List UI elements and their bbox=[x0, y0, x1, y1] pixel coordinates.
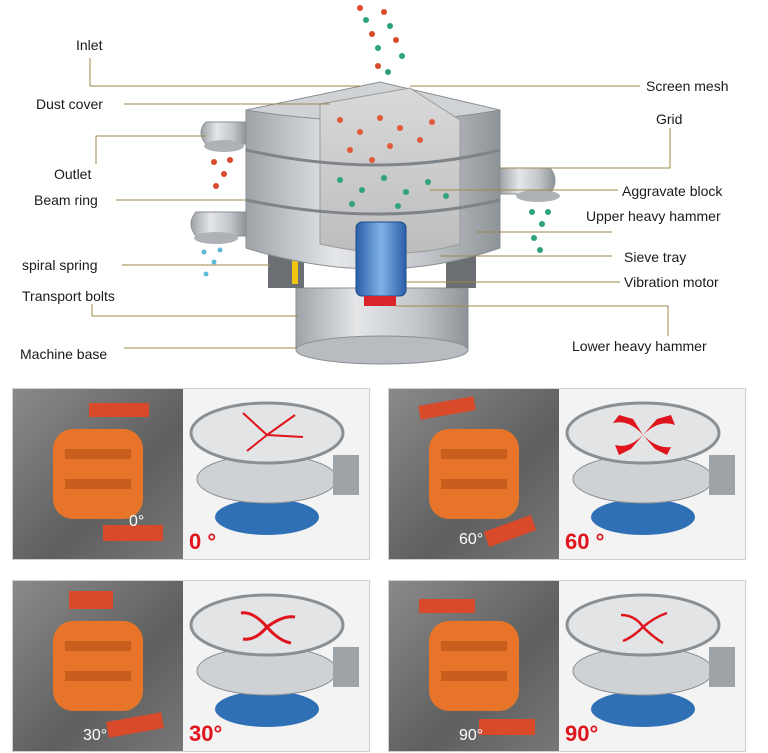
sieve-illustration bbox=[189, 593, 359, 727]
motor-photo bbox=[389, 389, 559, 559]
small-angle-label: 60° bbox=[459, 531, 484, 548]
inner-particles bbox=[337, 115, 435, 163]
label-transport-bolts: Transport bolts bbox=[22, 288, 115, 304]
angle-panel-90: 90° 90° bbox=[388, 580, 746, 752]
motor-photo bbox=[13, 581, 183, 751]
vibrating-sieve-diagram bbox=[89, 5, 671, 365]
sieve-illustration bbox=[565, 593, 735, 727]
label-screen-mesh: Screen mesh bbox=[646, 78, 729, 94]
label-sieve-tray: Sieve tray bbox=[624, 249, 687, 265]
inlet-particles bbox=[357, 5, 405, 75]
label-grid: Grid bbox=[656, 111, 683, 127]
sieve-photo bbox=[183, 389, 369, 559]
small-angle-label: 30° bbox=[83, 727, 108, 744]
large-angle-label: 0 ° bbox=[189, 529, 217, 554]
motor-illustration bbox=[53, 591, 164, 738]
angle-panel-60: 60° 60 ° bbox=[388, 388, 746, 560]
sieve-photo bbox=[559, 581, 745, 751]
motor-illustration bbox=[418, 396, 537, 548]
motor-illustration bbox=[419, 599, 535, 735]
label-upper-heavy-hammer: Upper heavy hammer bbox=[586, 208, 721, 224]
large-angle-label: 60 ° bbox=[565, 529, 605, 554]
sieve-photo bbox=[559, 389, 745, 559]
label-lower-heavy-hammer: Lower heavy hammer bbox=[572, 338, 707, 354]
motor-illustration bbox=[53, 403, 163, 541]
sieve-illustration bbox=[565, 401, 735, 535]
small-angle-label: 0° bbox=[129, 513, 145, 530]
angle-panel-0: 0° 0 ° bbox=[12, 388, 370, 560]
large-angle-label: 30° bbox=[189, 721, 223, 746]
label-spiral-spring: spiral spring bbox=[22, 257, 98, 273]
motor-photo bbox=[13, 389, 183, 559]
label-dust-cover: Dust cover bbox=[36, 96, 103, 112]
large-angle-label: 90° bbox=[565, 721, 599, 746]
label-inlet: Inlet bbox=[76, 37, 103, 53]
label-outlet: Outlet bbox=[54, 166, 92, 182]
sieve-photo bbox=[183, 581, 369, 751]
label-machine-base: Machine base bbox=[20, 346, 108, 362]
label-beam-ring: Beam ring bbox=[34, 192, 98, 208]
small-angle-label: 90° bbox=[459, 727, 484, 744]
angle-panel-30: 30° 30° bbox=[12, 580, 370, 752]
motor-photo bbox=[389, 581, 559, 751]
sieve-illustration bbox=[189, 401, 359, 535]
vibration-motor-shape bbox=[355, 221, 407, 297]
label-vibration-motor: Vibration motor bbox=[624, 274, 719, 290]
label-aggravate-block: Aggravate block bbox=[622, 183, 723, 199]
